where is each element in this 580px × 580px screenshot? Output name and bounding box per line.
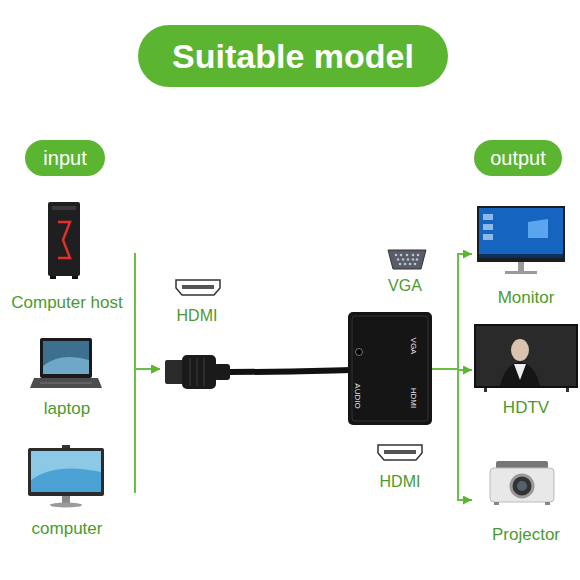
port-name-label: HDMI: [177, 307, 218, 325]
connector-line: [134, 254, 160, 369]
hdmi-port-outline: [378, 445, 422, 460]
desktop-tile: [483, 214, 493, 220]
laptop-wallpaper: [43, 357, 89, 374]
tv-figure-head: [511, 339, 529, 361]
desktop-logo: [528, 219, 548, 238]
desktop-tile: [483, 224, 493, 230]
port-name-label: HDMI: [380, 473, 421, 491]
monitor-bezel: [477, 206, 565, 262]
hdtv-icon: [474, 324, 578, 392]
section-pill: input: [25, 140, 105, 176]
device-label: HDTV: [503, 398, 549, 418]
laptop-base: [30, 378, 102, 388]
plug-ridge: [189, 358, 191, 386]
projector-icon: [490, 461, 554, 505]
hdmi-port-slot: [182, 285, 214, 289]
tower-light: [58, 222, 70, 258]
adapter-node: AUDIO VGA HDMI: [160, 310, 432, 428]
tower-foot: [72, 276, 78, 279]
tv-figure-suit: [500, 362, 540, 386]
monitor-stand: [518, 262, 524, 272]
projector-foot: [545, 502, 550, 505]
adapter-illustration: [165, 312, 432, 425]
hdmi-port-slot: [384, 450, 416, 454]
tv-foot: [484, 388, 487, 392]
computer-icon: [28, 445, 104, 508]
tower-bay: [52, 206, 76, 210]
monitor-icon: [477, 206, 565, 274]
tower-foot: [50, 276, 56, 279]
hdmi-port-icon: [176, 280, 220, 295]
laptop-icon: [30, 338, 102, 388]
computer-wallpaper: [31, 468, 101, 492]
tv-screen: [476, 326, 576, 386]
device-node: laptop: [0, 335, 134, 419]
hdmi-port-icon: [378, 445, 422, 460]
port-label: HDMI: [409, 388, 418, 408]
hdmi-plug-tip: [165, 360, 184, 384]
device-label: Monitor: [498, 288, 555, 308]
connector-line: [432, 369, 472, 370]
hdmi-port-outline: [176, 280, 220, 295]
device-node: Projector: [472, 455, 580, 545]
projector-glass: [517, 481, 527, 491]
laptop-screen: [43, 341, 89, 374]
laptop-bezel: [40, 338, 92, 378]
taskbar: [479, 254, 563, 258]
port-name-label: VGA: [388, 277, 422, 295]
vga-pins: [395, 254, 420, 266]
tv-figure-shirt: [514, 364, 526, 380]
adapter-bevel: [352, 316, 428, 421]
connector-line: [432, 254, 472, 369]
computer-screen: [31, 451, 101, 492]
device-label: Computer host: [11, 293, 123, 313]
computer-bezel: [28, 448, 104, 496]
adapter-cable: [228, 370, 350, 372]
strain-relief: [214, 364, 230, 380]
tv-bezel: [474, 324, 578, 388]
pill-text: output: [490, 146, 546, 170]
audio-jack: [356, 349, 363, 356]
laptop-keys: [40, 383, 92, 384]
projector-lens: [511, 475, 533, 497]
projector-foot: [494, 502, 499, 505]
connector-line: [432, 369, 472, 500]
title-pill: Suitable model: [138, 25, 448, 87]
device-label: laptop: [44, 399, 90, 419]
connector-line: [134, 369, 160, 492]
pill-text: input: [43, 146, 86, 170]
port-label: AUDIO: [353, 383, 362, 408]
device-node: computer: [0, 445, 134, 539]
adapter-body: [348, 312, 432, 425]
computer-base: [50, 503, 82, 508]
title-text: Suitable model: [172, 37, 414, 76]
device-node: Monitor: [472, 200, 580, 308]
pc-tower-icon: [48, 202, 80, 279]
device-label: Projector: [492, 525, 560, 545]
device-node: Computer host: [0, 195, 134, 313]
plug-ridge: [196, 358, 198, 386]
device-node: HDTV: [472, 322, 580, 418]
monitor-screen: [479, 208, 563, 258]
tv-foot: [566, 388, 569, 392]
desktop-tile: [483, 234, 493, 240]
hdmi-plug-grip: [182, 355, 216, 389]
plug-ridge: [203, 358, 205, 386]
monitor-base: [505, 271, 537, 274]
vga-port-shell: [388, 250, 426, 269]
vga-port-icon: [388, 250, 426, 269]
connector-line: [134, 369, 160, 377]
tower-case: [48, 202, 80, 276]
section-pill: output: [474, 140, 562, 176]
projector-body: [490, 468, 554, 502]
device-label: computer: [32, 519, 103, 539]
port-label: VGA: [409, 338, 418, 355]
